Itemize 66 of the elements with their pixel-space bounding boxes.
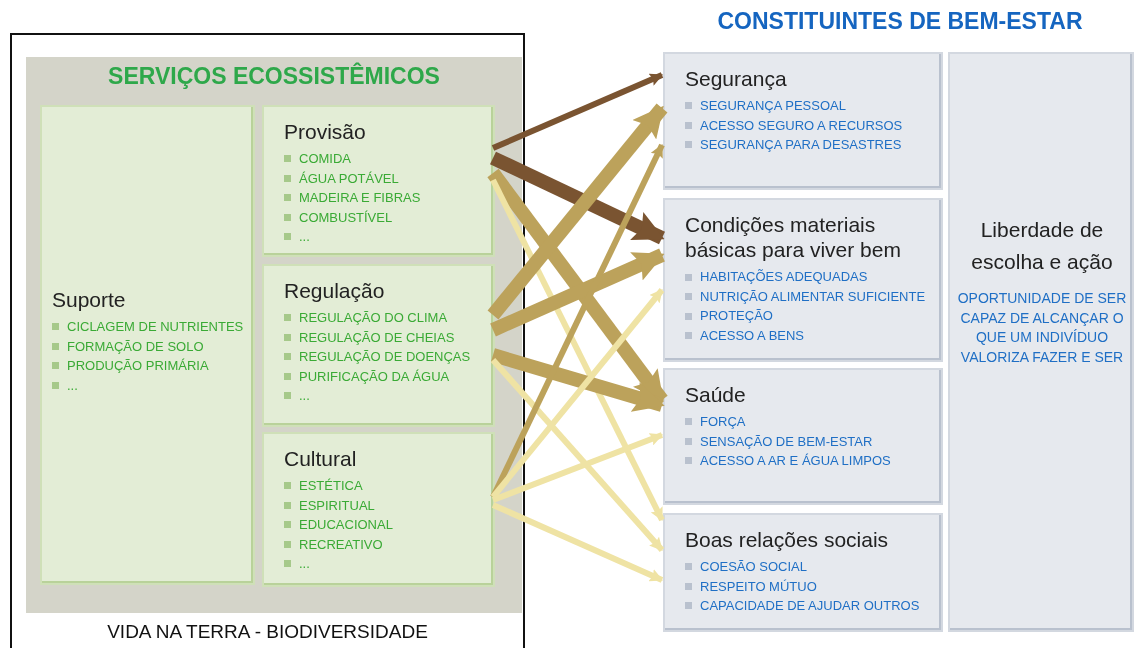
arrow [487,168,668,405]
arrow [490,178,665,522]
diagram-title: CONSTITUINTES DE BEM-ESTAR [716,8,1084,35]
box-heading: Condições materiais básicas para viver bem [685,212,902,263]
list-item: SENSAÇÃO DE BEM-ESTAR [685,431,937,452]
description-text: OPORTUNIDADE DE SER CAPAZ DE ALCANÇAR O QUE UM INDIVÍDUO VALORIZA FAZER E SER [956,289,1128,367]
list-item: ... [284,227,489,247]
list-item: FORÇA [685,412,937,432]
list-item: ACESSO SEGURO A RECURSOS [685,115,937,136]
box-heading: Cultural [284,446,358,472]
arrow [490,288,665,499]
list-item: ACESSO A AR E ÁGUA LIMPOS [685,451,937,471]
list-item: EDUCACIONAL [284,515,489,535]
list-item: ... [284,386,489,406]
panel-title: SERVIÇOS ECOSSISTÊMICOS [107,63,441,90]
wellbeing-box [663,368,943,505]
arrow [487,103,668,320]
box-heading: Provisão [284,119,367,145]
list-item: SEGURANÇA PARA DESASTRES [685,135,937,155]
list-item: ... [52,375,249,396]
list-item: RESPEITO MÚTUO [685,576,937,597]
wellbeing-box [663,52,943,190]
list-item: REGULAÇÃO DO CLIMA [284,308,489,328]
box-heading: Liberdade de escolha e ação [970,217,1114,275]
list-item: PURIFICAÇÃO DA ÁGUA [284,366,489,387]
box-heading: Saúde [685,382,747,408]
list-item: CICLAGEM DE NUTRIENTES [52,317,249,337]
list-item: PROTEÇÃO [685,306,937,326]
list-item: REGULAÇÃO DE DOENÇAS [284,347,489,367]
list-item: RECREATIVO [284,534,489,555]
box-heading: Suporte [52,287,127,313]
wellbeing-box [663,513,943,632]
list-item: CAPACIDADE DE AJUDAR OUTROS [685,596,937,616]
service-box [40,105,255,585]
service-box [262,105,495,257]
arrow [490,358,665,552]
list-item: MADEIRA E FIBRAS [284,188,489,208]
freedom-box [948,52,1134,632]
list-item: HABITAÇÕES ADEQUADAS [685,267,937,287]
list-item: SEGURANÇA PESSOAL [685,96,937,116]
list-item: ESTÉTICA [284,476,489,496]
wellbeing-box [663,198,943,362]
arrow [491,348,665,412]
arrow [491,72,664,151]
list-item: ÁGUA POTÁVEL [284,168,489,189]
list-item: FORMAÇÃO DE SOLO [52,336,249,357]
caption-text: VIDA NA TERRA - BIODIVERSIDADE [106,621,429,643]
list-item: COESÃO SOCIAL [685,557,937,577]
list-item: PRODUÇÃO PRIMÁRIA [52,356,249,376]
list-item: ESPIRITUAL [284,495,489,516]
box-heading: Boas relações sociais [685,527,890,553]
box-heading: Segurança [685,66,788,92]
list-item: NUTRIÇÃO ALIMENTAR SUFICIENTE [685,286,937,307]
list-item: ... [284,554,489,574]
list-item: COMBUSTÍVEL [284,207,489,228]
arrow [491,502,664,583]
list-item: COMIDA [284,149,489,169]
arrow [490,143,665,499]
arrow [490,151,665,245]
service-box [262,432,495,587]
arrow [490,248,665,337]
service-box [262,264,495,427]
box-heading: Regulação [284,278,386,304]
arrow [491,432,664,503]
list-item: REGULAÇÃO DE CHEIAS [284,327,489,348]
list-item: ACESSO A BENS [685,325,937,346]
